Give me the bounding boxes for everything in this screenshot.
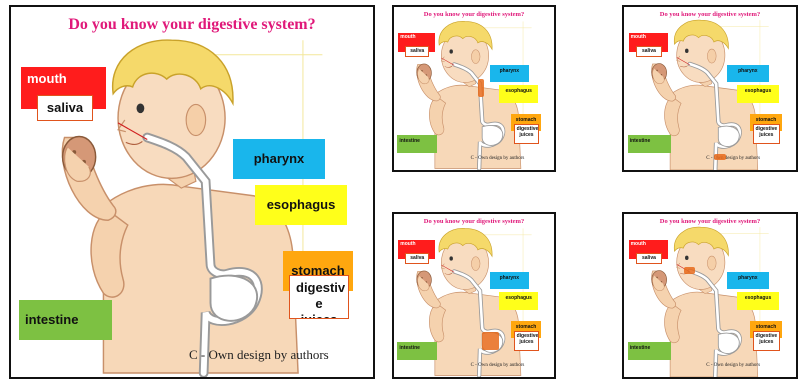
digestive-juices-label: digestive juices bbox=[753, 331, 781, 350]
esophagus-label: esophagus bbox=[737, 85, 780, 103]
credit-text: C - Own design by authors bbox=[471, 363, 525, 368]
page-title: Do you know your digestive system? bbox=[394, 218, 554, 225]
intestine-label: intestine bbox=[19, 300, 112, 340]
page-title: Do you know your digestive system? bbox=[394, 11, 554, 18]
credit-text: C - Own design by authors bbox=[189, 347, 329, 363]
digestive-juices-label: digestive juices bbox=[753, 124, 781, 143]
intestine-label: intestine bbox=[628, 135, 671, 153]
digestive-juices-label: digestiv e juices bbox=[289, 275, 349, 319]
intestine-highlight bbox=[714, 154, 726, 160]
credit-text: C - Own design by authors bbox=[706, 363, 760, 368]
esophagus-label: esophagus bbox=[737, 292, 780, 310]
saliva-label: saliva bbox=[636, 46, 662, 57]
digestive-juices-label: digestive juices bbox=[514, 124, 540, 143]
page-title: Do you know your digestive system? bbox=[624, 218, 796, 225]
panel-stomach-highlight: Do you know your digestive system? mouth… bbox=[392, 212, 556, 379]
panel-intestine-highlight: Do you know your digestive system? mouth… bbox=[622, 5, 798, 172]
pharynx-label: pharynx bbox=[727, 65, 770, 83]
panel-mouth-highlight: Do you know your digestive system? mouth… bbox=[622, 212, 798, 379]
page-title: Do you know your digestive system? bbox=[624, 11, 796, 18]
mouth-highlight bbox=[684, 267, 695, 275]
credit-text: C - Own design by authors bbox=[471, 156, 525, 161]
pharynx-label: pharynx bbox=[490, 272, 530, 290]
esophagus-label: esophagus bbox=[255, 185, 347, 225]
esophagus-label: esophagus bbox=[499, 85, 539, 103]
main-panel: Do you know your digestive system? mouth… bbox=[9, 5, 375, 379]
panel-esophagus-highlight: Do you know your digestive system? mouth… bbox=[392, 5, 556, 172]
saliva-label: saliva bbox=[37, 95, 93, 121]
saliva-label: saliva bbox=[405, 46, 429, 57]
saliva-label: saliva bbox=[636, 253, 662, 264]
esophagus-highlight bbox=[478, 79, 484, 97]
intestine-label: intestine bbox=[397, 342, 437, 360]
pharynx-label: pharynx bbox=[727, 272, 770, 290]
intestine-label: intestine bbox=[628, 342, 671, 360]
saliva-label: saliva bbox=[405, 253, 429, 264]
page-title: Do you know your digestive system? bbox=[11, 16, 373, 34]
pharynx-label: pharynx bbox=[233, 139, 325, 179]
stomach-highlight bbox=[482, 332, 499, 350]
esophagus-label: esophagus bbox=[499, 292, 539, 310]
pharynx-label: pharynx bbox=[490, 65, 530, 83]
intestine-label: intestine bbox=[397, 135, 437, 153]
digestive-juices-label: digestive juices bbox=[514, 331, 540, 350]
